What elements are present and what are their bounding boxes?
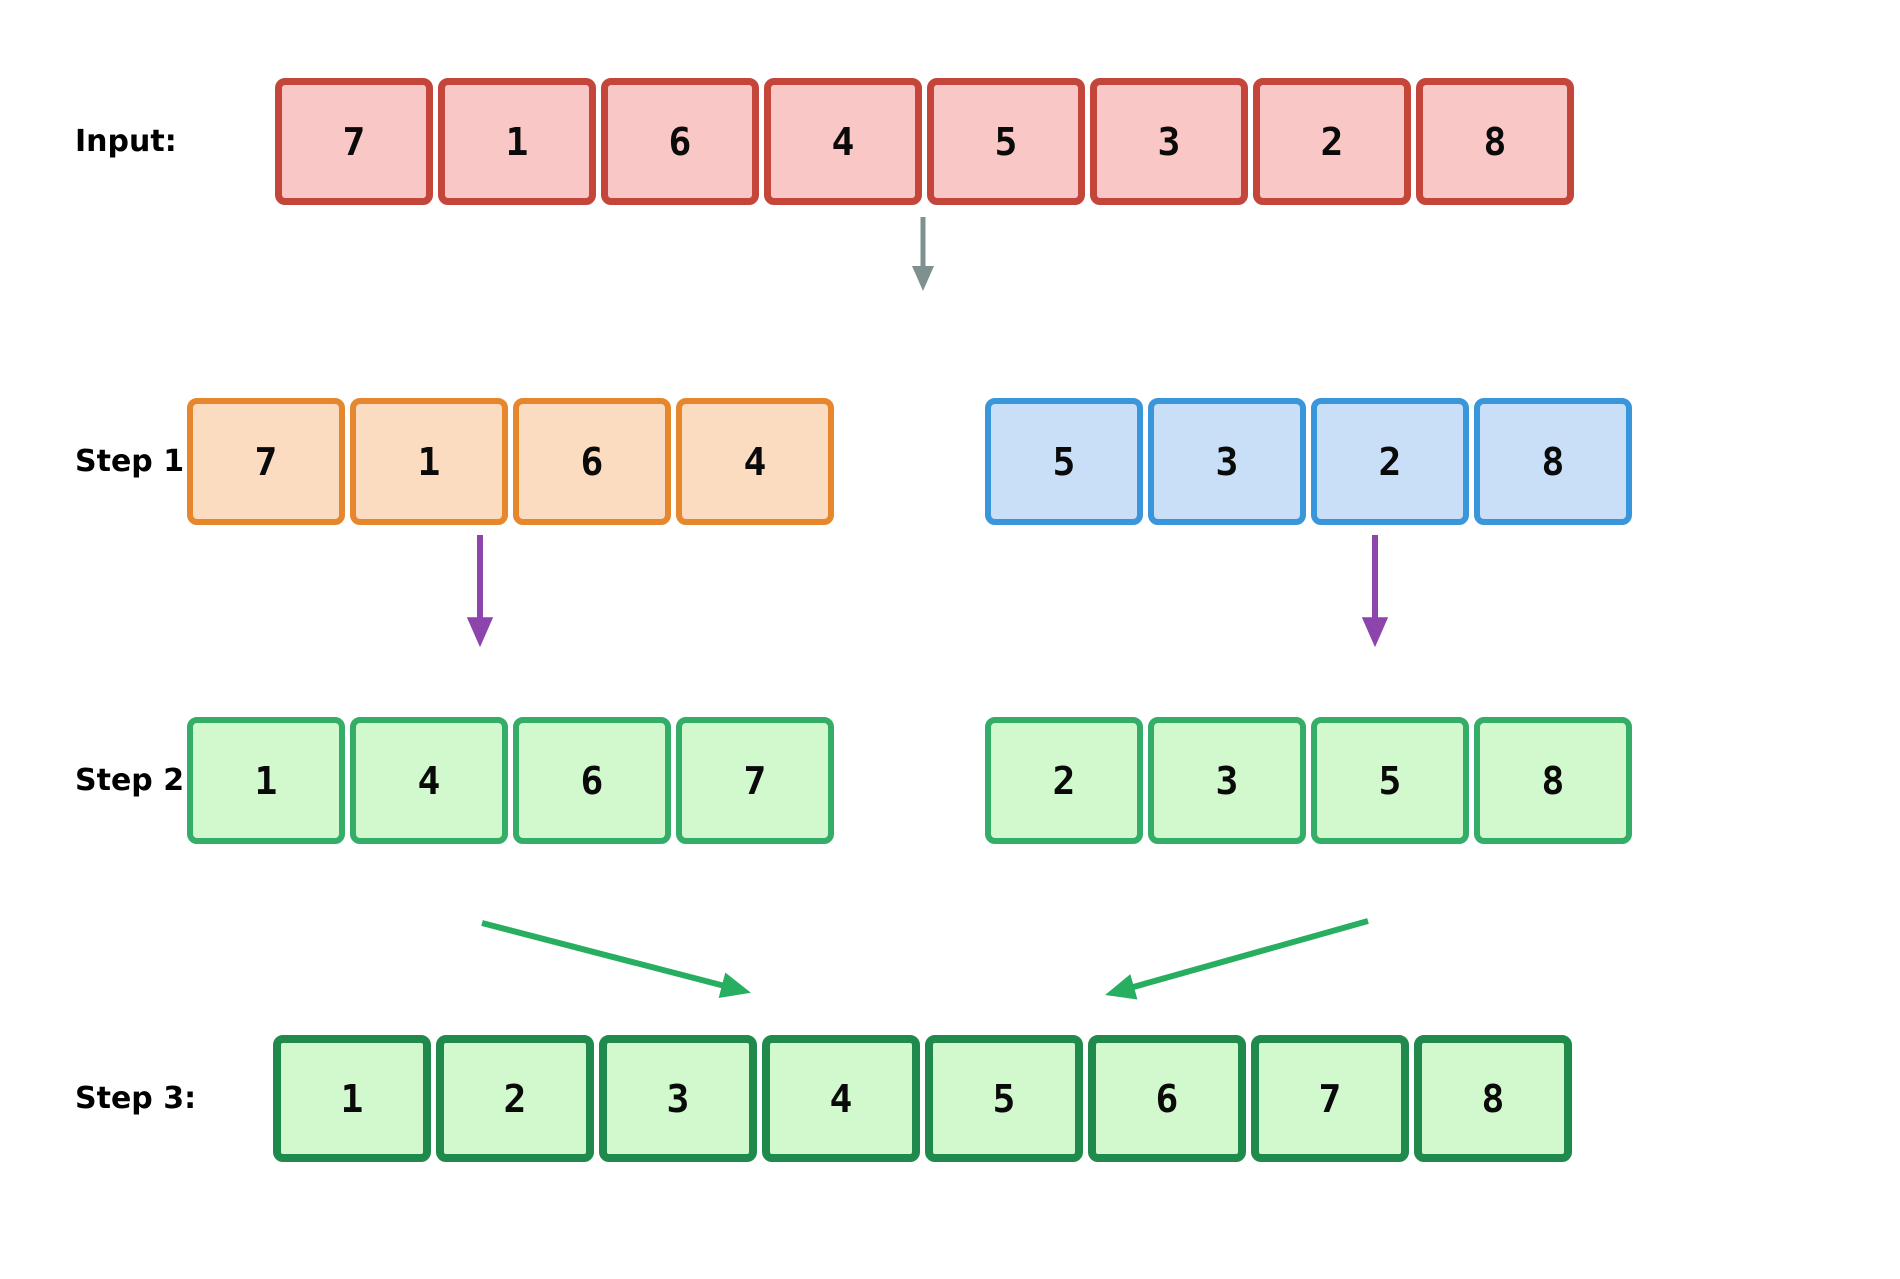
array-cell: 2 <box>985 717 1143 844</box>
step2-left-sorted-row: 1 4 6 7 <box>187 717 839 844</box>
array-cell: 7 <box>275 78 433 205</box>
step3-merged-row: 1 2 3 4 5 6 7 8 <box>273 1035 1577 1162</box>
array-cell: 7 <box>1251 1035 1409 1162</box>
array-cell: 6 <box>513 398 671 525</box>
array-cell: 4 <box>764 78 922 205</box>
array-cell: 8 <box>1474 398 1632 525</box>
merge-arrow-left-icon <box>481 920 751 999</box>
step1-left-half-row: 7 1 6 4 <box>187 398 839 525</box>
array-cell: 1 <box>187 717 345 844</box>
array-cell: 2 <box>1311 398 1469 525</box>
array-cell: 5 <box>985 398 1143 525</box>
array-cell: 6 <box>513 717 671 844</box>
array-cell: 4 <box>350 717 508 844</box>
merge-arrow-right-icon <box>1105 918 1369 1000</box>
array-cell: 4 <box>762 1035 920 1162</box>
step1-right-half-row: 5 3 2 8 <box>985 398 1637 525</box>
array-cell: 8 <box>1414 1035 1572 1162</box>
array-cell: 8 <box>1416 78 1574 205</box>
array-cell: 5 <box>927 78 1085 205</box>
step2-row-label: Step 2: <box>75 763 197 798</box>
array-cell: 7 <box>187 398 345 525</box>
array-cell: 3 <box>1090 78 1248 205</box>
input-row-label: Input: <box>75 124 177 159</box>
input-array-row: 7 1 6 4 5 3 2 8 <box>275 78 1579 205</box>
array-cell: 6 <box>601 78 759 205</box>
array-cell: 6 <box>1088 1035 1246 1162</box>
array-cell: 1 <box>350 398 508 525</box>
step3-row-label: Step 3: <box>75 1081 197 1116</box>
array-cell: 3 <box>1148 398 1306 525</box>
array-cell: 3 <box>599 1035 757 1162</box>
array-cell: 3 <box>1148 717 1306 844</box>
array-cell: 1 <box>273 1035 431 1162</box>
array-cell: 2 <box>1253 78 1411 205</box>
array-cell: 8 <box>1474 717 1632 844</box>
step2-right-sorted-row: 2 3 5 8 <box>985 717 1637 844</box>
step1-row-label: Step 1: <box>75 444 197 479</box>
array-cell: 7 <box>676 717 834 844</box>
array-cell: 4 <box>676 398 834 525</box>
array-cell: 5 <box>925 1035 1083 1162</box>
array-cell: 1 <box>438 78 596 205</box>
array-cell: 5 <box>1311 717 1469 844</box>
array-cell: 2 <box>436 1035 594 1162</box>
